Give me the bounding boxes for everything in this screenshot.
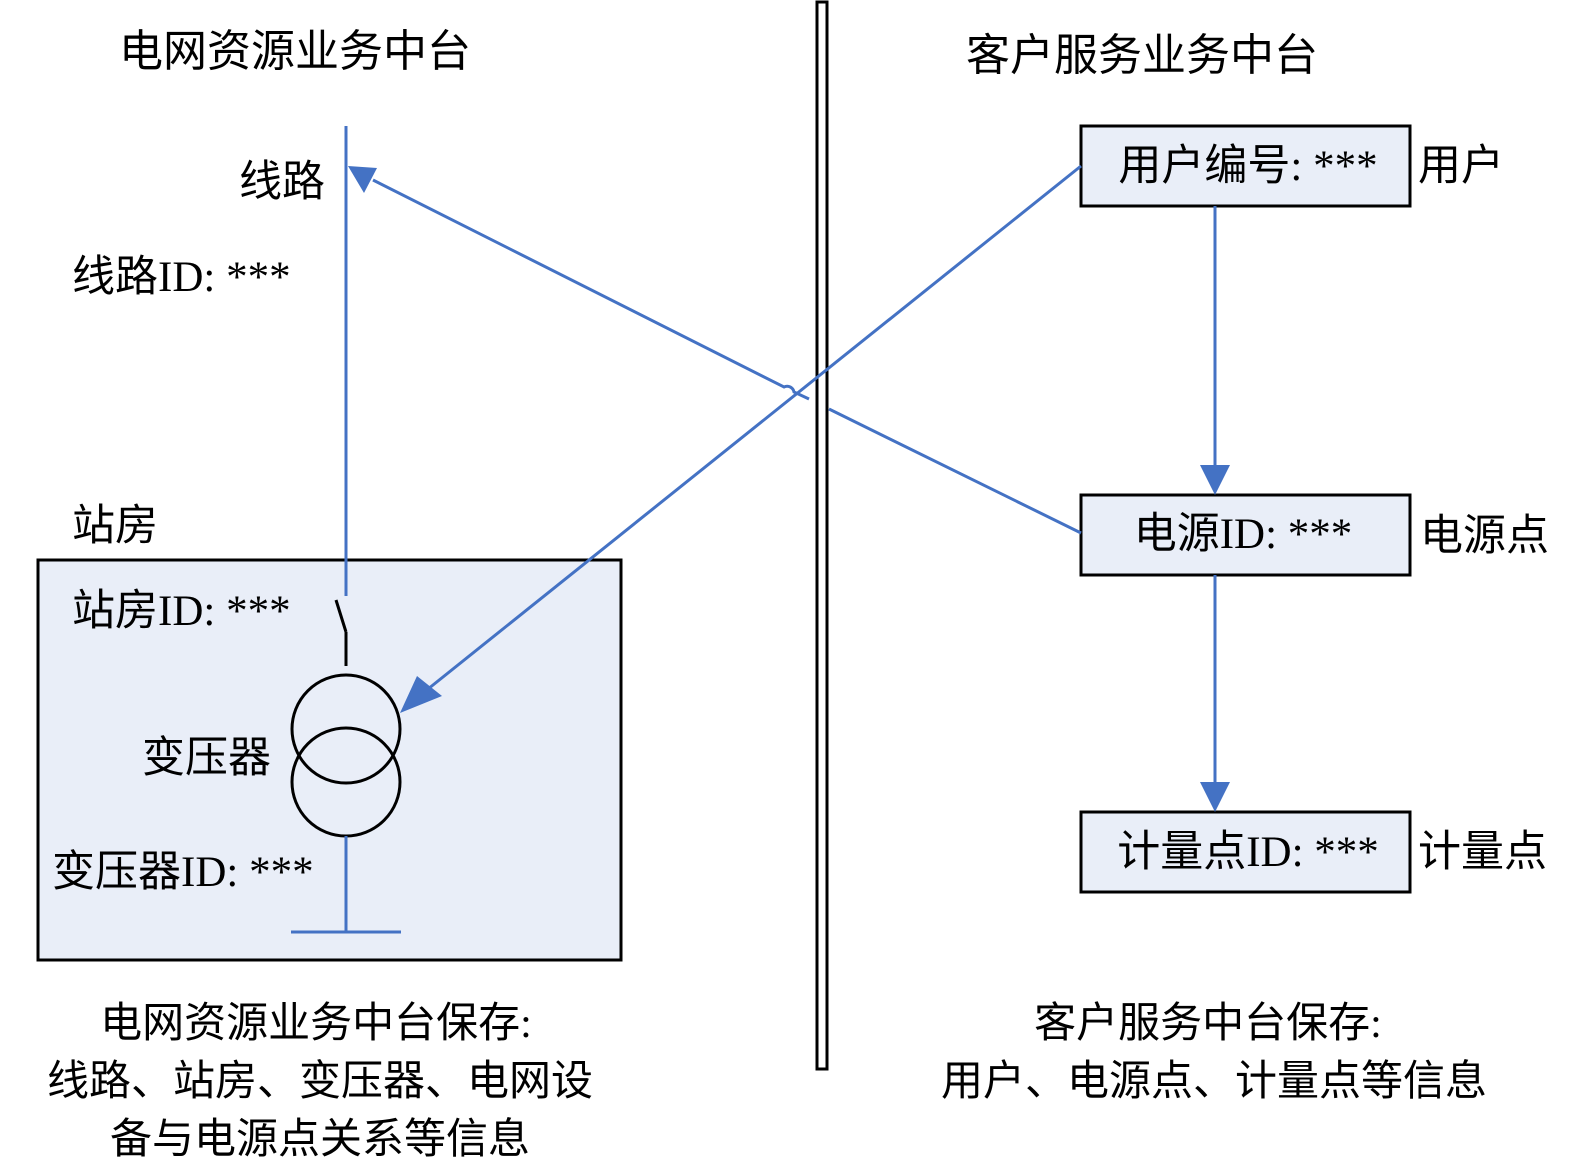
transformer-id: 变压器ID: *** [52,848,314,896]
power-label: 电源点 [1420,513,1549,560]
station-label: 站房 [72,503,158,550]
line-id: 线路ID: *** [72,254,291,301]
meter-arrowhead [1200,782,1230,812]
panel-divider [815,0,829,1071]
right-footer-line-1: 客户服务中台保存: [1034,1000,1382,1047]
user-box-text: 用户编号: *** [1118,143,1377,190]
transformer-arrowhead [400,676,442,713]
power-box-text: 电源ID: *** [1134,511,1353,558]
line-label: 线路 [239,159,325,206]
meter-box-text: 计量点ID: *** [1117,829,1379,876]
left-footer-line-1: 电网资源业务中台保存: [100,1001,532,1047]
line-arrowhead [348,166,377,193]
meter-box [1079,810,1412,894]
user-label: 用户 [1418,143,1504,190]
power-arrowhead [1200,465,1230,495]
user-to-transformer-link [427,164,1082,691]
station-box [36,558,623,962]
left-footer-line-2: 线路、站房、变压器、电网设 [47,1058,593,1105]
meter-label: 计量点 [1418,829,1547,876]
power-to-line-link [372,178,1082,535]
left-panel-title: 电网资源业务中台 [119,27,471,76]
user-box [1079,124,1412,208]
transformer-label: 变压器 [142,734,271,782]
right-footer-line-2: 用户、电源点、计量点等信息 [941,1058,1487,1105]
power-box [1079,493,1412,577]
switch-blade [334,599,348,633]
right-panel-title: 客户服务业务中台 [966,31,1318,80]
left-footer-line-3: 备与电源点关系等信息 [110,1116,530,1163]
station-id: 站房ID: *** [72,588,291,635]
